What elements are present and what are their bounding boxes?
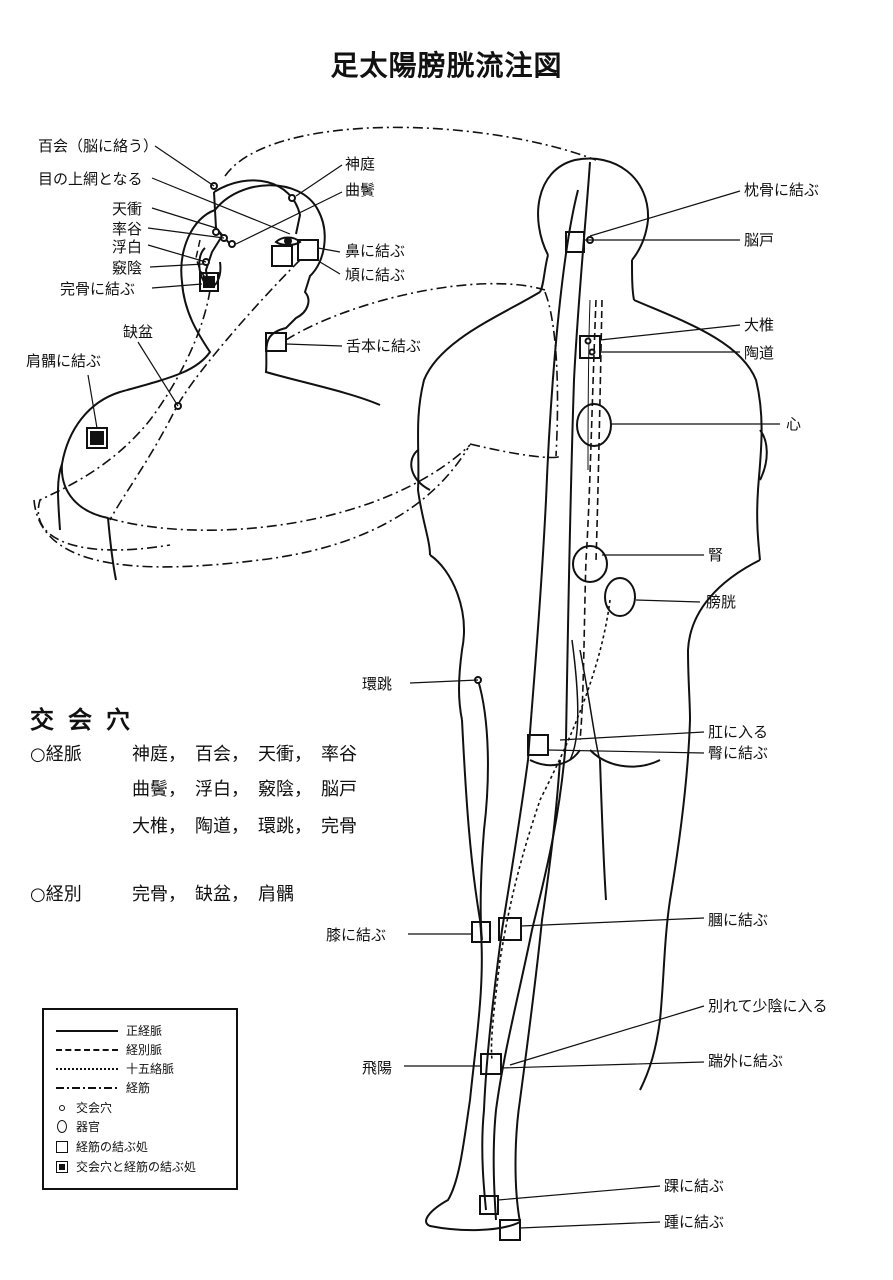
legend-juugo-label: 十五絡脈 bbox=[126, 1062, 175, 1076]
page-title: 足太陽膀胱流注図 bbox=[330, 49, 563, 82]
keimyaku-row-2: 曲鬢， 浮白， 竅陰， 脳戸 bbox=[132, 779, 357, 800]
bladder-organ bbox=[604, 577, 636, 617]
label-shu: 踵に結ぶ bbox=[664, 1213, 725, 1231]
legend-musubu-label: 経筋の結ぶ処 bbox=[76, 1140, 149, 1154]
label-shintei: 神庭 bbox=[345, 155, 376, 173]
label-shin: 心 bbox=[786, 415, 802, 433]
legend-keikin-label: 経筋 bbox=[126, 1081, 151, 1095]
label-ketsubon: 缺盆 bbox=[123, 323, 154, 341]
legend-keikin: 経筋 bbox=[56, 1079, 150, 1096]
label-kyokubin: 曲鬢 bbox=[345, 181, 376, 199]
label-ka: 膕に結ぶ bbox=[708, 911, 769, 929]
legend-koue-musubu: 交会穴と経筋の結ぶ処 bbox=[56, 1158, 196, 1175]
label-kyoin: 竅陰 bbox=[112, 259, 143, 277]
label-todo: 陶道 bbox=[744, 344, 775, 362]
label-chinkotsu: 枕骨に結ぶ bbox=[744, 181, 820, 199]
eye-shape bbox=[274, 236, 302, 246]
keimyaku-row-1: 神庭， 百会， 天衝， 率谷 bbox=[132, 744, 357, 765]
legend-seikei-label: 正経脈 bbox=[126, 1024, 163, 1038]
label-tenko: 天衝 bbox=[112, 200, 143, 218]
label-zetsu: 舌本に結ぶ bbox=[346, 337, 422, 355]
body-outline bbox=[410, 157, 768, 1232]
label-boko: 膀胱 bbox=[706, 593, 737, 611]
spine-meridian-line bbox=[492, 161, 591, 1221]
legend-kikan: 器官 bbox=[56, 1118, 100, 1135]
label-den: 臀に結ぶ bbox=[708, 744, 769, 762]
label-kyo: 頄に結ぶ bbox=[345, 266, 406, 284]
label-hiyou: 飛陽 bbox=[362, 1059, 393, 1077]
label-sen: 踹外に結ぶ bbox=[708, 1052, 784, 1070]
keimyaku-label: ○経脈 bbox=[30, 744, 82, 765]
label-kanchou: 環跳 bbox=[362, 675, 393, 693]
label-hana: 鼻に結ぶ bbox=[345, 242, 406, 260]
label-jin: 腎 bbox=[708, 546, 724, 564]
label-daitsui: 大椎 bbox=[744, 316, 775, 334]
label-hiza: 膝に結ぶ bbox=[326, 926, 387, 944]
keibetsu-row: 完骨， 缺盆， 肩髃 bbox=[132, 884, 294, 905]
legend-box: 正経脈 経別脈 十五絡脈 経筋 交会穴 器官 経筋の結ぶ処 交会穴と経筋の結ぶ処 bbox=[42, 1008, 238, 1190]
label-hyakue: 百会（脳に絡う） bbox=[38, 137, 159, 155]
legend-keibetsu-label: 経別脈 bbox=[126, 1043, 163, 1057]
legend-koue: 交会穴 bbox=[56, 1099, 112, 1116]
label-sokkoku: 率谷 bbox=[112, 220, 143, 238]
legend-kikan-label: 器官 bbox=[76, 1120, 101, 1134]
kidney-organ bbox=[572, 545, 608, 583]
legend-koue-label: 交会穴 bbox=[76, 1101, 113, 1115]
kouekiketsu-heading: 交会穴 bbox=[30, 706, 144, 734]
head-side-outline bbox=[57, 184, 381, 581]
legend-keibetsu: 経別脈 bbox=[56, 1041, 162, 1058]
label-kengu: 肩髃に結ぶ bbox=[26, 352, 102, 370]
leader-lines bbox=[87, 145, 780, 1229]
label-jonou: 目の上網となる bbox=[38, 170, 143, 188]
label-betsu: 別れて少陰に入る bbox=[708, 997, 828, 1015]
label-kou: 肛に入る bbox=[708, 723, 769, 741]
legend-musubu: 経筋の結ぶ処 bbox=[56, 1138, 148, 1155]
legend-juugo: 十五絡脈 bbox=[56, 1060, 174, 1077]
keibetsu-label: ○経別 bbox=[30, 884, 82, 905]
label-ka2: 踝に結ぶ bbox=[664, 1177, 725, 1195]
legend-seikei: 正経脈 bbox=[56, 1022, 162, 1039]
heart-organ bbox=[576, 403, 612, 447]
label-noko: 脳戸 bbox=[744, 231, 775, 249]
label-fuhaku: 浮白 bbox=[112, 238, 143, 256]
keimyaku-row-3: 大椎， 陶道， 環跳， 完骨 bbox=[132, 816, 357, 837]
label-kankotsu: 完骨に結ぶ bbox=[60, 280, 136, 298]
scalp-meridian-line bbox=[213, 179, 302, 235]
legend-koue-musubu-label: 交会穴と経筋の結ぶ処 bbox=[76, 1160, 197, 1174]
